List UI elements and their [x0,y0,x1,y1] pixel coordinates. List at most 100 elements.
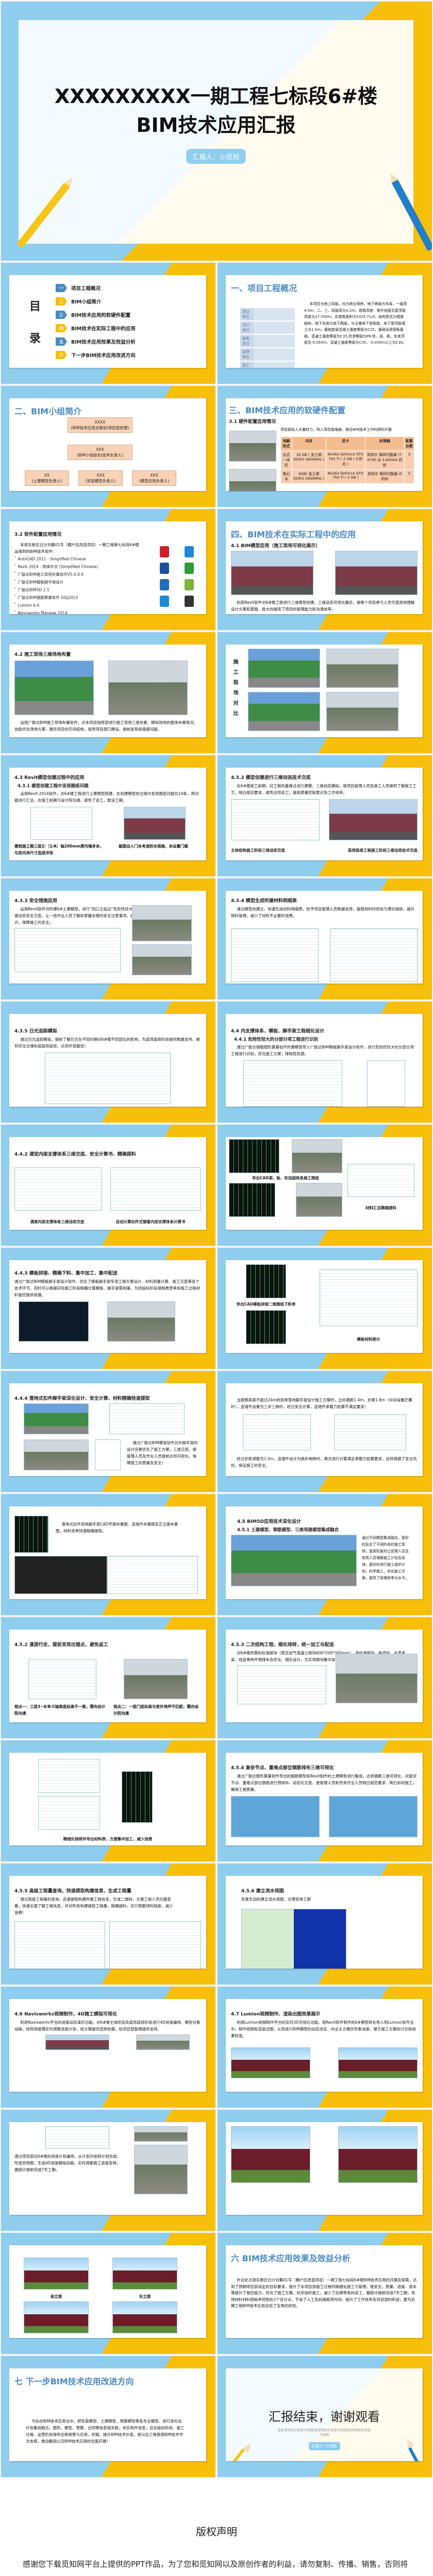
slide-text: 落地式扣件双排脚手架CAD平面布置图、连墙件布置图及正立面布置图，材料清单快速精… [56,1522,178,1533]
viewpoint-1 [28,1659,96,1699]
toc-item[interactable]: 六下一步BIM技术应用改进方向 [56,351,136,359]
slide-scaffolding: 4.4.4 落地式扣件脚手架深化设计、安全计算、材料精确快速提取 通过广联达BI… [1,1371,215,1492]
slide-project-overview: 一、项目工程概况 建设单位 设计单位 勘察单位 监理单位 施工单位 本项目为地上… [218,263,432,384]
slide-site-comparison: 施工现场对比 [218,632,432,753]
slide-ending: 汇报结束，谢谢观看 此处请添加文本进行说明此处请添加文本进行说明此处请添加文本进… [218,2356,432,2477]
caption: 装饰装修工程施工阶段三维动态技术交底 [348,848,418,853]
slide-card: 六 BIM技术应用效果及效益分析 针对此次郑东新区白沙刘集01号（棚户区改造项目… [226,2245,423,2338]
formwork-photo [107,1301,175,1342]
slide-card: 南立面 东立面 北立面 西立面 [9,2245,206,2338]
table-header: 配置台数 [404,436,415,451]
calc-screenshot [334,1414,406,1450]
slide-scaffold-cad: 落地式扣件双排脚手架CAD平面布置图、连墙件布置图及正立面布置图，材料清单快速精… [1,1494,215,1615]
slide-elevations: 南立面 东立面 北立面 西立面 [1,2233,215,2354]
section-subtitle: 4.5.6 建立流水视图 [241,1889,284,1894]
slide-sun-tracking: 4.3.5 日光追踪模拟 通过日光追踪模拟，提前了解日光在不同时期对6#楼不同部… [1,1002,215,1123]
slide-text: 利用Navisworks平台的进度动态演示功能，对6#楼主体阶段及装饰装修阶段进… [14,2020,201,2031]
slide-revit-issues: 4.3 Revit模型创建过程中的应用 4.3.1 模型创建工程中发现图纸问题 … [1,755,215,876]
slide-card: 4.6 Navisworks视频制作，4D施工模拟可视化 利用Naviswork… [9,1999,206,2092]
cover-panel: XXXXXXXXX一期工程七标段6#楼 BIM技术应用汇报 汇报人：小觅知 [19,20,413,244]
cad-drawing [246,1310,286,1344]
4d-simulation [134,2145,188,2194]
toc-item-label: BIM技术在实际工程中的应用 [71,326,136,332]
software-list: AutoCAD 2011 - Simplified Chinese Revit … [14,555,201,615]
safety-model [14,928,121,972]
glodon-site-icon [185,546,194,557]
slide-card: 4.4.4 落地式扣件脚手架深化设计、安全计算、材料精确快速提取 通过广联达BI… [9,1383,206,1476]
caption: 导出CAD梁、板、柱加固体系施工图纸 [252,1176,320,1180]
site-photo [326,649,398,688]
slide-navisworks-gantt: 通过项目部对6#楼的进度计划编排，从计划开始到计划完成，形成甘特图，生成4D进度… [1,2110,215,2231]
org-node-mid: XXX(BIM小组组长/技术负责人) [68,445,132,460]
caption: 北立面 [24,2337,89,2338]
section-subtitle: 4.7 Lumion视频制作、渲染出图效果展示 [231,2012,321,2017]
slide-scaffold-calculation: 当按照高度不超过24m的双排落地脚手架设计施工方案时，立杆横距1.4m，步距1.… [218,1371,432,1492]
table-header: 电脑形式 [280,436,292,451]
unit-label: 监理单位 [240,348,254,362]
slide-card: 导出CAD梁、板、柱加固体系施工图纸 材料汇总精确提料 [226,1137,423,1230]
caption: 主体结构施工阶段三维动态交底 [231,848,285,853]
plan-document-cover [95,1439,121,1470]
toc-item[interactable]: 一项目工程概况 [56,284,136,292]
slide-card: 施工现场对比 [226,645,423,737]
glodon-rebar-icon [160,596,169,607]
toc-label: 目录 [29,300,41,345]
ending-subtitle: 此处请添加文本进行说明此处请添加文本进行说明此处请添加文本进行说明 [278,2429,371,2437]
support-photo [292,1139,342,1173]
quantity-sheet [109,1921,201,1969]
slide-card: 一、项目工程概况 建设单位 设计单位 勘察单位 监理单位 施工单位 本项目为地上… [226,275,423,368]
slide-card: 当按照高度不超过24m的双排落地脚手架设计施工方案时，立杆横距1.4m，步距1.… [226,1383,423,1476]
drawing-screenshot [30,807,92,840]
site-3d-model [14,660,94,715]
slide-brick-layout: 精细化排砖并导出材料表，方便集中加工，减少浪费 [1,1740,215,1861]
section-subtitle: 4.5.3 二次结构工程，细化排砖，统一加工与配送 [231,1642,334,1648]
software-intro: 本郑东新区白沙刘集01号（棚户区改造项目）一期工程第七标段6#楼 [20,543,139,547]
4d-simulation [136,2035,190,2050]
software-item: Revit 2014 - 简体中文 (Simplified Chinese) [14,563,201,570]
slide-3d-briefing: 4.3.2 模型创建进行三维动态技术交底 在6#楼施工前期，对工程的重难点进行建… [218,755,432,876]
slide-text: 经过步距调整为1.5m，连墙件设计为两步两跨时，再次进行计算满足承载力验算要求，… [231,1456,417,1468]
slide-safety: 4.3.3 安全措施应用 运用Revit软件对所建6#土建模型，进行“四口五临边… [1,878,215,999]
software-item: 广联达BIM施工现场布置软件V5.0.0.6 [14,570,201,578]
slide-text: 通过不同模型集成融合，更好的反应了不同阶段的施工现场，直观形象的让管理人员及劳务… [362,1536,409,1580]
model-view [248,692,320,731]
slide-text: 在6#楼施工前期，对工程的重难点进行建模，三维动态模拟，使项目管理人员及施工人员… [231,784,417,795]
section-subtitle: 4.4 内支撑体系、模板、脚手架工程细化设计 [231,1029,325,1034]
slide-text: 通过模型的建立，快速生成材料明细表，给予项目管理人员数据支持，提取材料时经验与理… [231,907,415,918]
slide-lumion-renders [218,2110,432,2231]
site-aerial-photo [335,1654,418,1703]
material-table [122,1771,153,1823]
software-item: AutoCAD 2011 - Simplified Chinese [14,555,201,563]
slide-title: 七 下一步BIM技术应用改进方向 [14,2377,134,2386]
slide-card: 4.3 Revit模型创建过程中的应用 4.3.1 模型创建工程中发现图纸问题 … [9,768,206,860]
slide-title: 二、BIM小组简介 [14,406,82,416]
slide-card: 4.5.5 高级工程量查询，快速提取构建信息，生成工程量 通过高级工程量的查询，… [9,1876,206,1969]
4d-simulation [134,2126,188,2142]
section-subtitle: 4.5.2 漫游行走，提前发现出错点，避免返工 [14,1642,108,1648]
section-subtitle-2: 4.4.1 危险性较大的分部分项工程进行识别 [234,1037,319,1042]
slide-card: 导出CAD模板拼接二维图纸下料单 模板材料统计 [226,1260,423,1353]
building-model-render [231,551,313,595]
caption: 精细化排砖并导出材料表，方便集中加工，减少浪费 [63,1837,153,1841]
section-subtitle: 4.3.5 日光追踪模拟 [14,1029,57,1034]
slide-card: 4.5.4 复杂节点、重难点部位钢筋排布三维可视化 通过广联达图形算量软件导出的… [226,1753,423,1845]
slide-text: 利用Revit软件对6#楼工程进行三维模型创建，三维动态可视化展示，使每个项目参… [231,600,415,612]
elevation-north [24,2301,89,2333]
cad-layout [14,1556,107,1594]
slide-title: 六 BIM技术应用效果及效益分析 [231,2253,351,2263]
model-screenshot [123,807,186,840]
slide-rebar-visualization: 4.5.4 复杂节点、重难点部位钢筋排布三维可视化 通过广联达图形算量软件导出的… [218,1740,432,1861]
cad-drawing [229,1139,279,1173]
calc-screenshot [242,1414,311,1450]
support-3d-model [14,1167,102,1211]
software-item: 广联达BIM5D 2.5 [14,586,201,594]
section-subtitle: 4.3.4 模型生成所建材料明细表 [231,899,297,904]
slide-text: 通过高级工程量的查询，迅速提取构建所属工程信息，生成二维码，方便工程人员扫描查看… [14,1897,173,1915]
org-node-leaf: XXX(安装模型负责人) [78,470,123,486]
software-item: Navisworks Manage 2014 [14,609,201,615]
